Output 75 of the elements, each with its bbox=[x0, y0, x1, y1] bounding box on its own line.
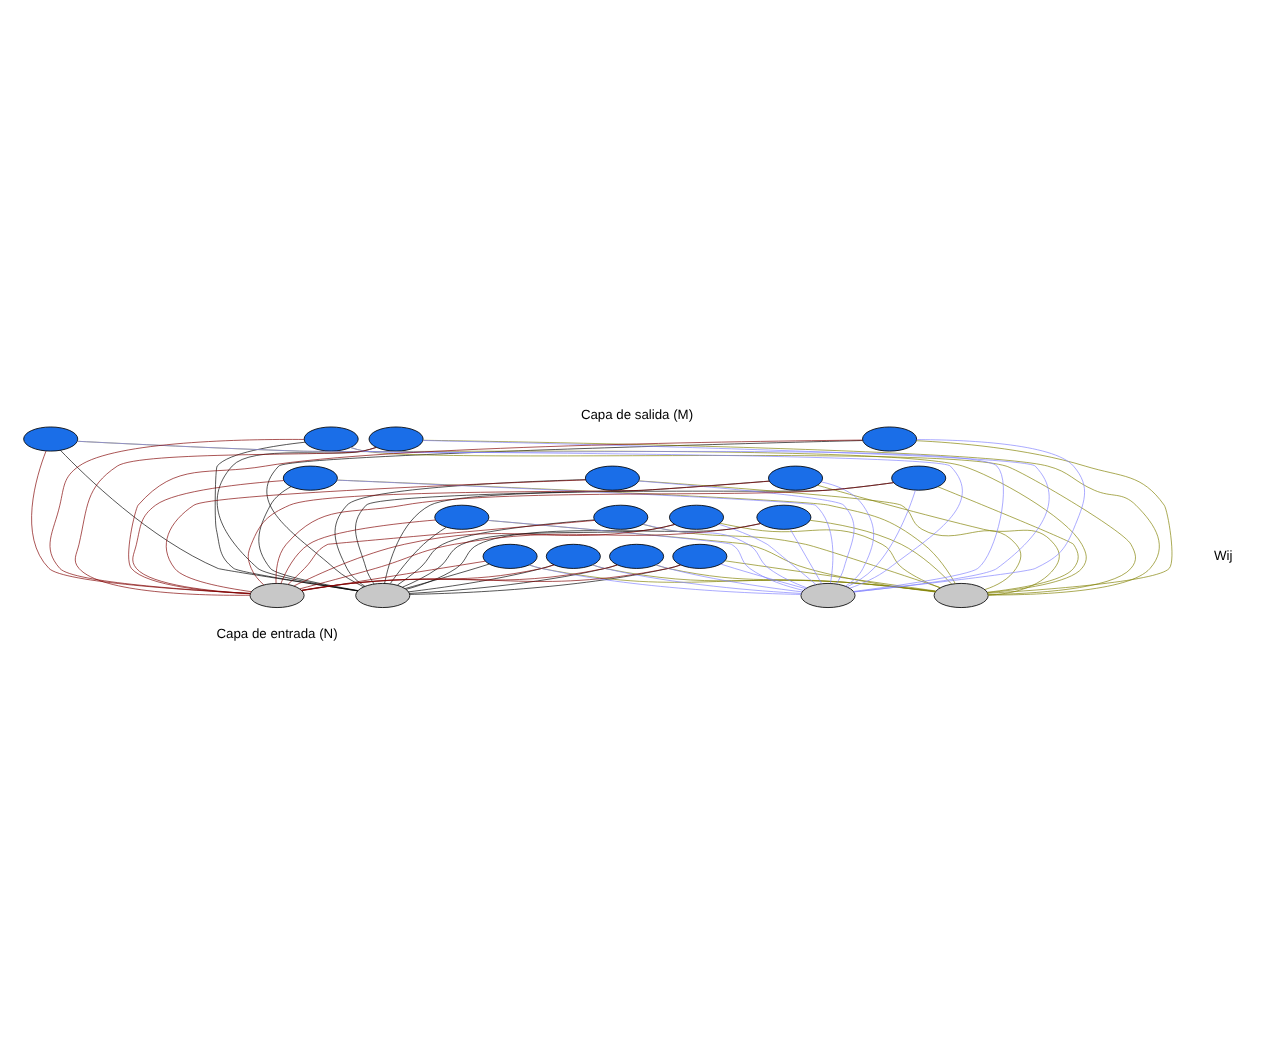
connector bbox=[397, 518, 595, 585]
connector bbox=[655, 563, 803, 592]
connector bbox=[655, 563, 936, 591]
node-ellipse bbox=[482, 542, 538, 568]
connector bbox=[247, 479, 770, 585]
connector bbox=[821, 480, 874, 586]
node-ellipse bbox=[669, 503, 724, 529]
node-ellipse bbox=[434, 503, 490, 529]
connector bbox=[718, 522, 817, 584]
connector bbox=[642, 523, 941, 587]
connector bbox=[422, 439, 1050, 592]
node-ellipse bbox=[282, 464, 338, 490]
connector bbox=[301, 563, 681, 590]
node-ellipse bbox=[303, 425, 359, 451]
connector bbox=[528, 563, 936, 591]
connector bbox=[409, 563, 681, 594]
connector bbox=[422, 438, 1160, 595]
connector bbox=[937, 485, 1079, 592]
connector bbox=[128, 438, 863, 594]
connector bbox=[350, 446, 1136, 594]
connector bbox=[487, 519, 936, 592]
connector bbox=[638, 479, 855, 584]
node-ellipse bbox=[933, 582, 989, 607]
node-ellipse bbox=[593, 503, 649, 529]
node-ellipse bbox=[862, 425, 918, 451]
connector bbox=[49, 438, 305, 593]
connector bbox=[846, 489, 916, 587]
connector bbox=[487, 519, 804, 590]
connector bbox=[350, 446, 1004, 591]
connector bbox=[266, 439, 863, 587]
connector bbox=[301, 559, 486, 590]
connector bbox=[336, 478, 834, 583]
connector bbox=[280, 518, 436, 583]
connector bbox=[789, 527, 822, 584]
node-ellipse bbox=[585, 464, 640, 490]
node-ellipse bbox=[249, 582, 305, 607]
connector bbox=[275, 481, 894, 583]
node-ellipse bbox=[609, 542, 665, 568]
connector bbox=[409, 563, 618, 593]
node-ellipse bbox=[756, 503, 812, 529]
node-ellipse bbox=[891, 464, 947, 490]
connector bbox=[214, 440, 358, 591]
connector bbox=[817, 483, 1060, 595]
connector bbox=[592, 563, 802, 593]
connector bbox=[719, 521, 941, 588]
node-ellipse bbox=[23, 425, 79, 451]
node-ellipse bbox=[768, 464, 823, 490]
node-ellipse bbox=[672, 542, 728, 568]
connector bbox=[216, 446, 377, 591]
connector bbox=[720, 562, 807, 588]
node-ellipse bbox=[800, 582, 856, 607]
connector bbox=[638, 479, 1022, 589]
connector bbox=[258, 485, 359, 590]
connector bbox=[77, 439, 1087, 593]
node-ellipse bbox=[545, 542, 601, 568]
connector bbox=[404, 562, 490, 588]
connector bbox=[336, 478, 956, 583]
connector bbox=[529, 563, 802, 594]
connector bbox=[642, 522, 808, 588]
connector bbox=[405, 522, 761, 589]
connector bbox=[809, 519, 952, 584]
connector bbox=[165, 478, 586, 591]
connector bbox=[77, 439, 963, 588]
node-ellipse bbox=[368, 425, 424, 451]
connector bbox=[592, 563, 936, 591]
connector bbox=[299, 522, 761, 589]
connector bbox=[293, 523, 675, 586]
connector bbox=[390, 526, 447, 583]
connector bbox=[408, 563, 555, 592]
connector bbox=[132, 479, 285, 593]
connector bbox=[916, 439, 1173, 593]
connector bbox=[724, 559, 937, 591]
connector bbox=[287, 519, 595, 584]
connector bbox=[355, 479, 770, 584]
node-ellipse bbox=[355, 582, 411, 607]
